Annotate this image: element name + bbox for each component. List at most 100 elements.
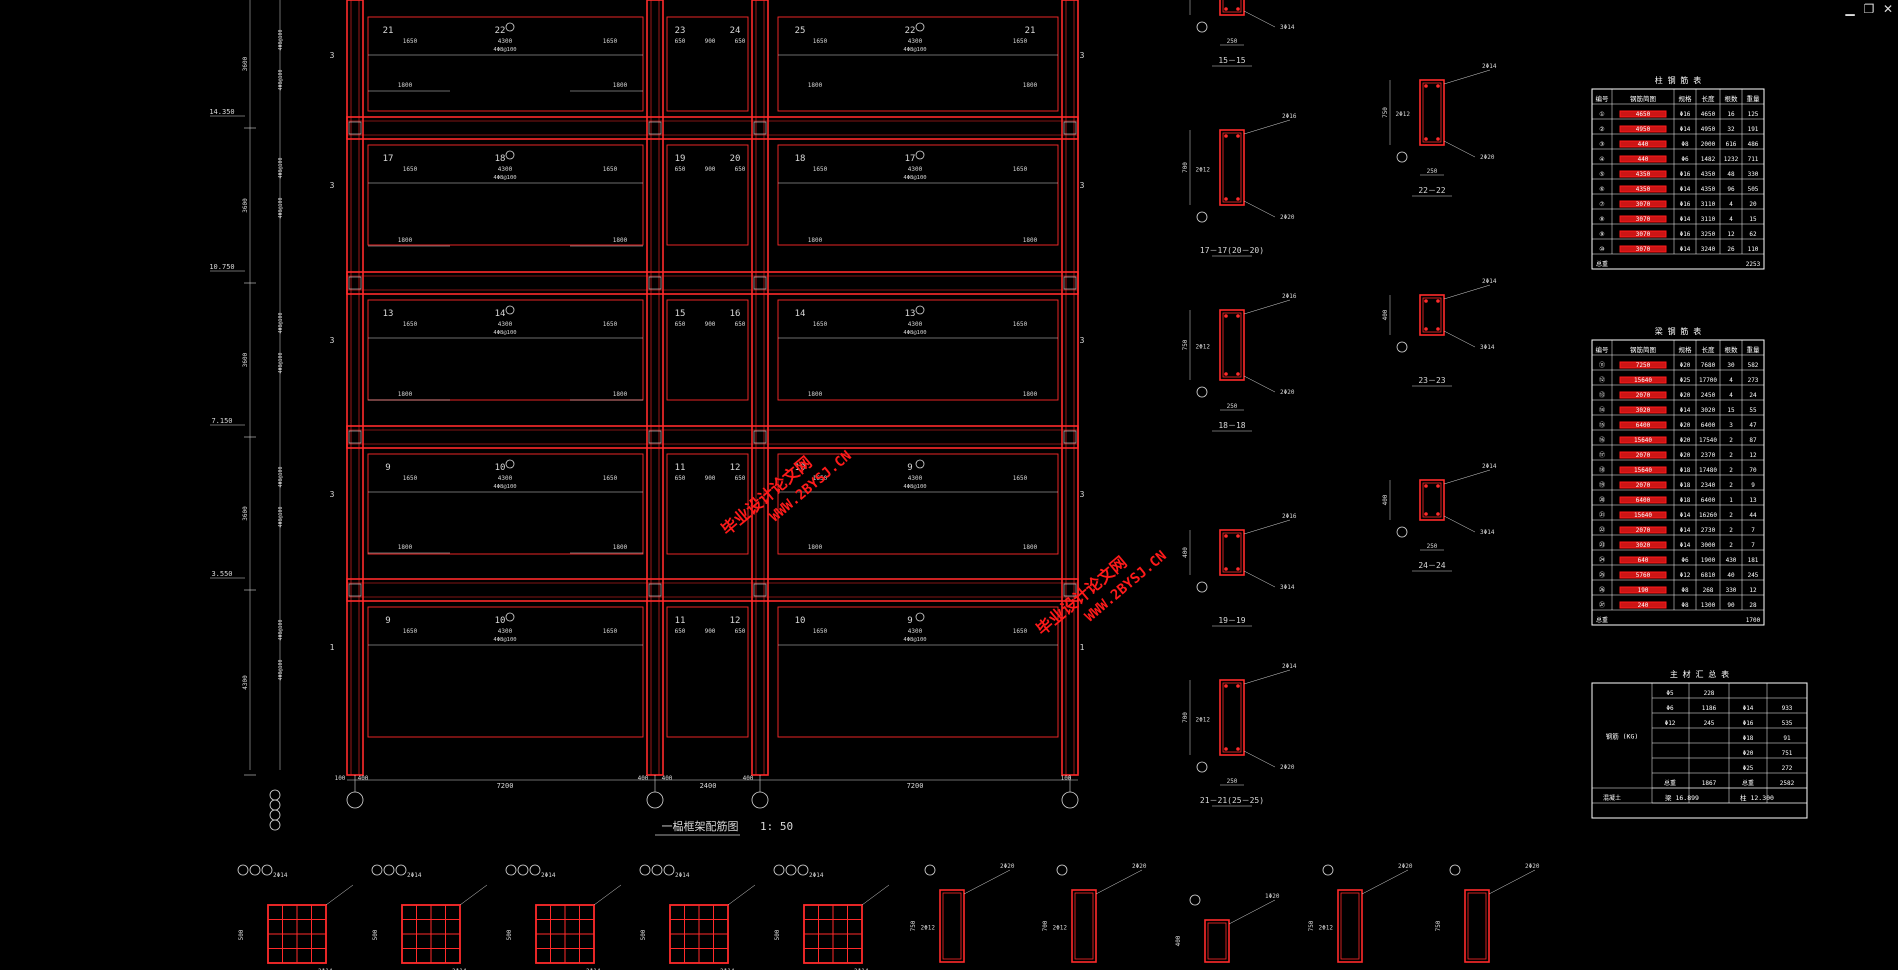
bay-stirrup-zone (367, 16, 644, 112)
restore-button[interactable]: ❐ (1863, 2, 1875, 16)
bar-mid: 2Φ12 (1396, 111, 1411, 118)
section-stirrup (1222, 132, 1242, 203)
bar-marker (505, 22, 515, 32)
bar-marker (1196, 761, 1208, 773)
leader (727, 884, 756, 906)
rebar-dot (1236, 197, 1240, 201)
stirrup-note: 4Φ8@100 (278, 157, 284, 178)
dim-text: 1650 (403, 38, 418, 45)
grid-axis-3 (751, 791, 769, 809)
axis-marker (269, 809, 281, 821)
leader (1488, 869, 1536, 895)
bar-marker (261, 864, 273, 876)
bar-text: 4Φ8@100 (493, 47, 516, 53)
minimize-button[interactable]: ▁ (1845, 2, 1855, 16)
rebar-dot (1236, 747, 1240, 751)
section-height: 400 (1382, 494, 1389, 505)
leader (963, 869, 1011, 895)
summary-cell: Φ18 (1743, 735, 1754, 742)
dim-text: 1800 (613, 391, 628, 398)
table-cell: 2 (1729, 482, 1733, 489)
table-cell: 3250 (1701, 231, 1716, 238)
member-label: 14 (795, 309, 806, 319)
bar-top: 2Φ16 (1282, 513, 1297, 520)
dim-text: 650 (675, 628, 686, 635)
section-mark: 3 (1080, 181, 1085, 190)
table-cell: 15 (1749, 216, 1757, 223)
beam-bar-top: 2Φ20 (1398, 863, 1413, 870)
col-dim: 100 (335, 775, 346, 782)
table-cell: 6400 (1636, 497, 1651, 504)
table-cell: 5760 (1636, 572, 1651, 579)
table-cell: ⑱ (1599, 466, 1605, 474)
bar-marker (505, 305, 515, 315)
bar-marker (1196, 386, 1208, 398)
beam-stirrup (1467, 892, 1487, 960)
summary-cell: 91 (1783, 735, 1791, 742)
rebar-sketch (1619, 110, 1667, 118)
dim-text: 1650 (603, 38, 618, 45)
table-cell: 3110 (1701, 201, 1716, 208)
stirrup-note: 4Φ8@100 (278, 466, 284, 487)
leader (1443, 140, 1476, 158)
dim-text: 1800 (398, 82, 413, 89)
close-button[interactable]: ✕ (1882, 2, 1894, 16)
dim-text: 650 (675, 475, 686, 482)
table-header: 编号 (1596, 345, 1610, 354)
joint-box (348, 121, 362, 135)
story-height: 4300 (242, 675, 249, 690)
table-header: 长度 (1702, 94, 1716, 103)
rebar-sketch (1619, 511, 1667, 519)
table-header: 规格 (1679, 345, 1693, 354)
summary-cell: Φ20 (1743, 750, 1754, 757)
frame-title: 一榀框架配筋图 (662, 819, 739, 833)
table-cell: 12 (1749, 587, 1757, 594)
beam-bar-top: 2Φ20 (1525, 863, 1540, 870)
joint-box (648, 583, 662, 597)
table-cell: 440 (1638, 141, 1649, 148)
member-label: 21 (1025, 26, 1036, 36)
bar-marker (785, 864, 797, 876)
section-height: 700 (1182, 712, 1189, 723)
table-cell: Φ14 (1680, 527, 1691, 534)
table-cell: ⑮ (1599, 421, 1605, 429)
bar-marker (237, 864, 249, 876)
bay-stirrup-zone (777, 16, 1059, 112)
table-title: 梁 钢 筋 表 (1655, 326, 1701, 336)
table-cell: 2070 (1636, 452, 1651, 459)
table-cell: 6400 (1636, 422, 1651, 429)
bar-marker (663, 864, 675, 876)
table-cell: Φ6 (1681, 156, 1689, 163)
leader (1095, 869, 1143, 895)
bar-marker (1396, 151, 1408, 163)
joint-box (753, 430, 767, 444)
col-dim: 100 (1061, 775, 1072, 782)
bar-text: 4Φ8@100 (493, 175, 516, 181)
bay-stirrup-zone (367, 299, 644, 401)
table-cell: 15640 (1634, 437, 1652, 444)
table-cell: ⑯ (1599, 436, 1605, 444)
rebar-sketch (1619, 451, 1667, 459)
col-dim: 400 (743, 775, 754, 782)
story-height: 3600 (242, 352, 249, 367)
rebar-sketch (1619, 556, 1667, 564)
column-bar: 2Φ14 (809, 872, 824, 879)
story-height: 3600 (242, 198, 249, 213)
table-cell: Φ6 (1681, 557, 1689, 564)
dim-text: 650 (735, 166, 746, 173)
rebar-sketch (1619, 200, 1667, 208)
section-label: 23－23 (1418, 376, 1445, 385)
member-label: 12 (730, 616, 741, 626)
dim-text: 1650 (1013, 38, 1028, 45)
section-outline (1219, 529, 1245, 576)
table-cell: 47 (1749, 422, 1757, 429)
rebar-dot (1436, 84, 1440, 88)
table-cell: 440 (1638, 156, 1649, 163)
section-stirrup (1222, 0, 1242, 13)
